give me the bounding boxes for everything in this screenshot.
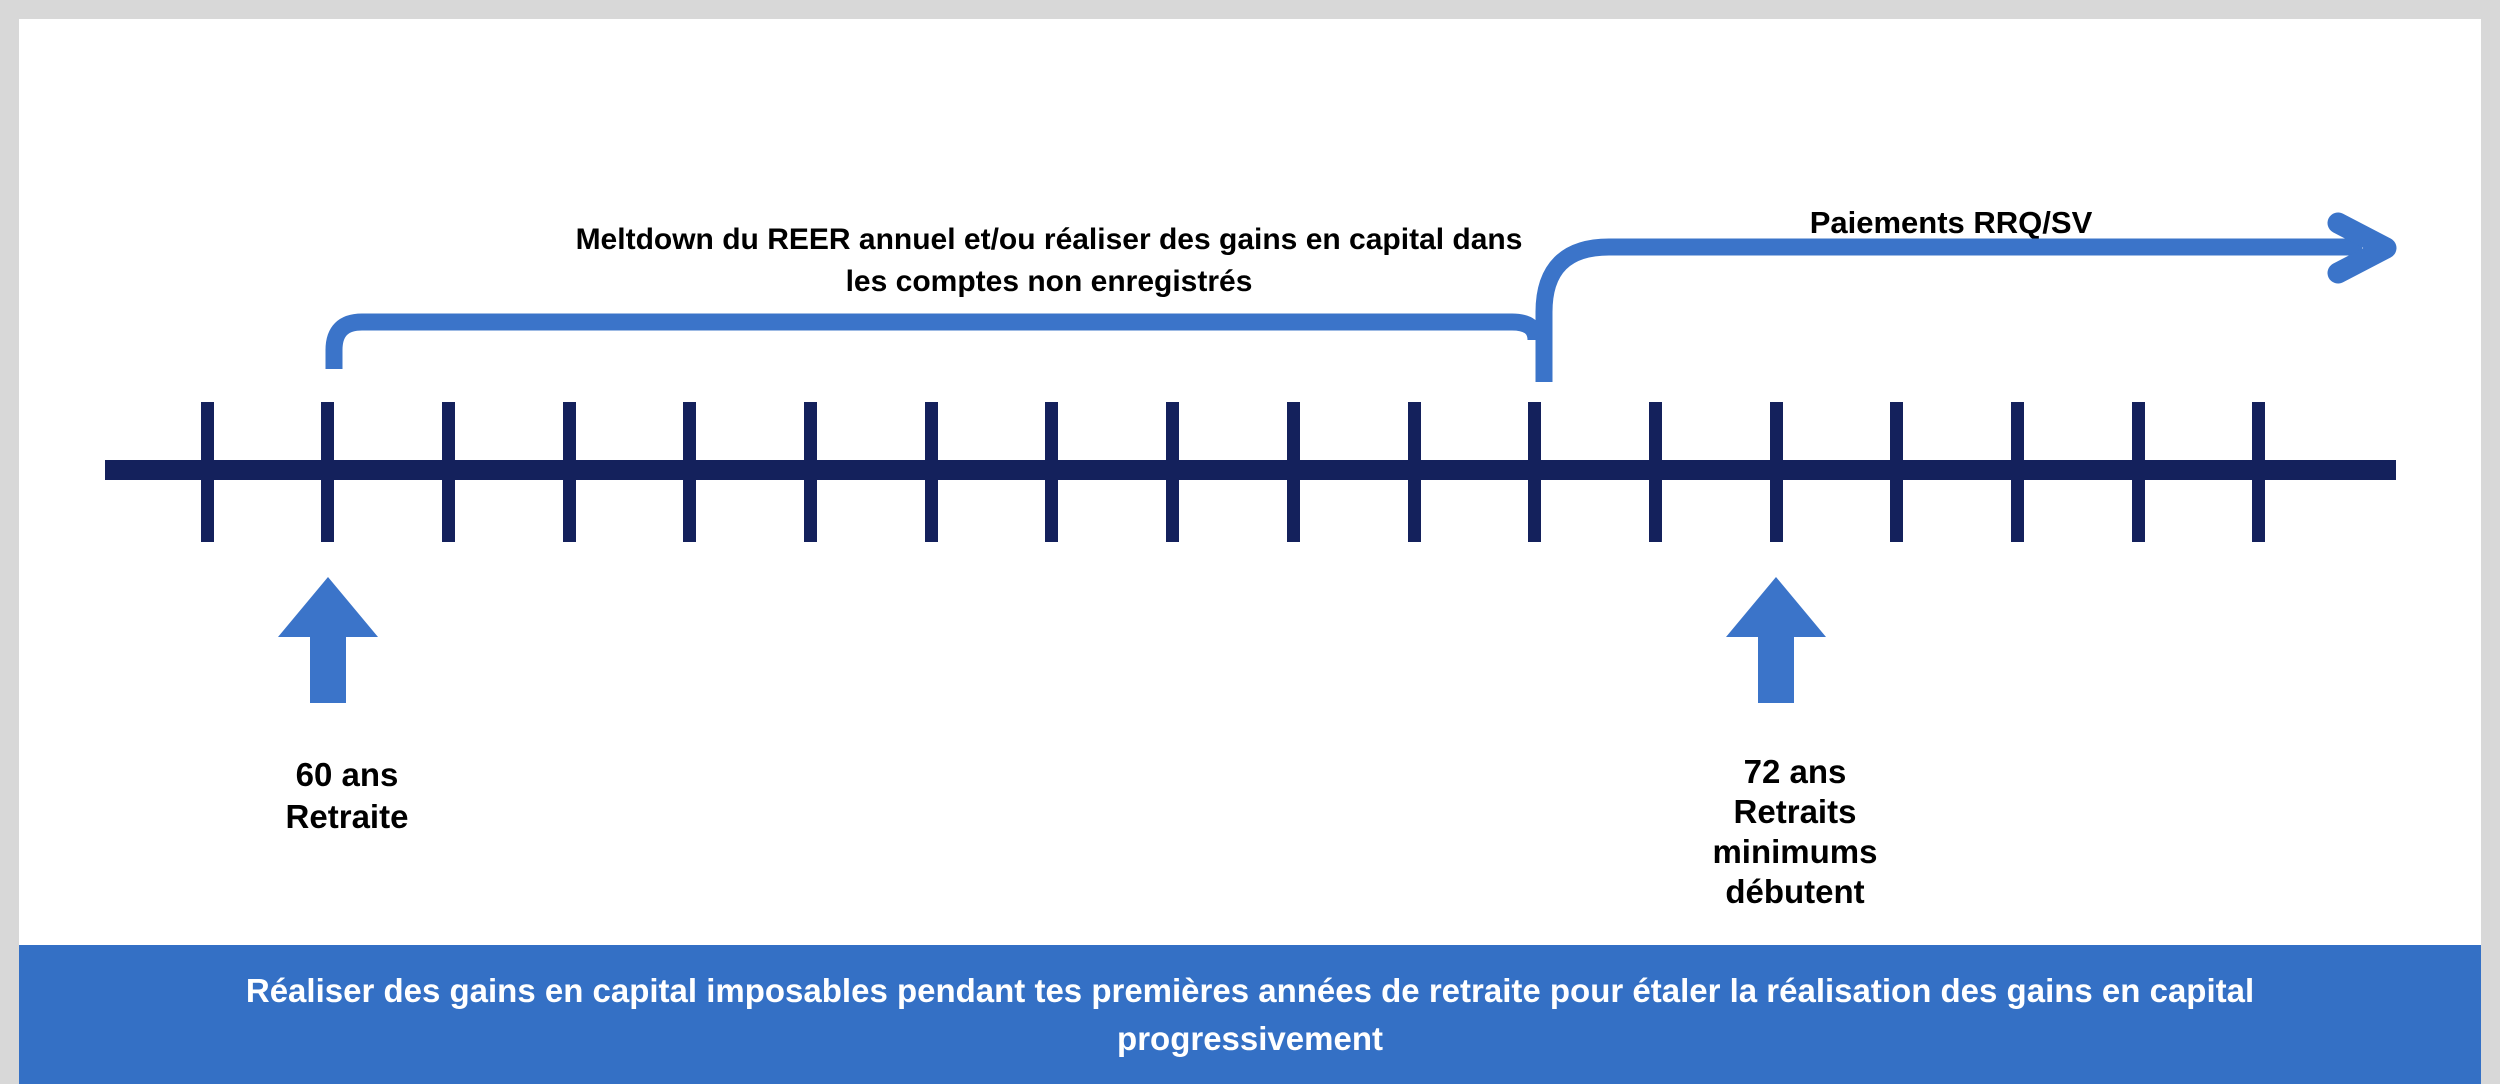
timeline-tick [804, 402, 817, 542]
age-72-line: Retraits [1733, 793, 1857, 830]
meltdown-annotation-line2: les comptes non enregistrés [845, 265, 1253, 298]
timeline-tick [1890, 402, 1904, 542]
timeline-tick [2011, 402, 2024, 542]
paiements-annotation: Paiements RRQ/SV [1701, 204, 2201, 242]
bottom-banner: Réaliser des gains en capital imposables… [19, 945, 2481, 1084]
meltdown-annotation: Meltdown du REER annuel et/ou réaliser d… [419, 219, 1679, 303]
timeline-tick [200, 402, 214, 542]
timeline-tick [321, 402, 335, 542]
age-72-line: débutent [1725, 873, 1865, 910]
timeline-tick [562, 402, 576, 542]
timeline-tick [1648, 402, 1662, 542]
age-72-line: 72 ans [1743, 753, 1847, 790]
age-60-label: 60 ans Retraite [197, 754, 497, 838]
age-72-line: minimums [1712, 833, 1878, 870]
timeline-tick [2252, 402, 2266, 542]
paiements-annotation-text: Paiements RRQ/SV [1809, 205, 2093, 240]
timeline-tick [2131, 402, 2145, 542]
slide-card: Meltdown du REER annuel et/ou réaliser d… [19, 19, 2481, 1084]
timeline-tick [1286, 402, 1300, 542]
timeline-tick [1045, 402, 1059, 542]
age-60-line: 60 ans [295, 756, 399, 793]
timeline-bar [105, 460, 2396, 480]
timeline-tick [1407, 402, 1421, 542]
timeline-tick [1166, 402, 1180, 542]
banner-line1: Réaliser des gains en capital imposables… [245, 971, 2255, 1009]
meltdown-annotation-line1: Meltdown du REER annuel et/ou réaliser d… [575, 223, 1523, 256]
timeline-tick [1528, 402, 1542, 542]
timeline-tick [441, 402, 455, 542]
age-60-line: Retraite [285, 798, 409, 835]
timeline-tick [1769, 402, 1783, 542]
banner-line2: progressivement [1117, 1019, 1383, 1057]
age-72-label: 72 ans Retraits minimums débutent [1645, 752, 1945, 912]
timeline-tick [924, 402, 938, 542]
timeline-tick [683, 402, 697, 542]
